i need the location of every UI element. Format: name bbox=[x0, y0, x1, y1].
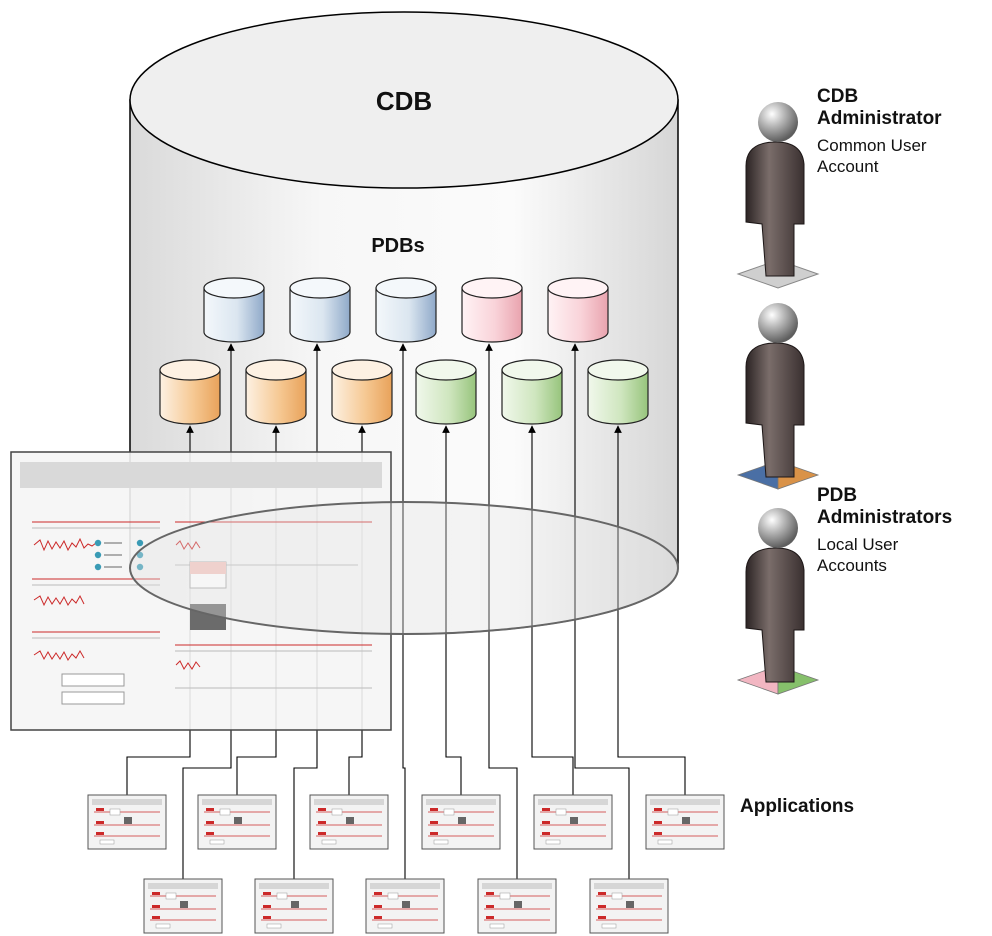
cdb-admin-title-2: Administrator bbox=[817, 108, 942, 129]
pdb-admin-text: PDB Administrators Local User Accounts bbox=[817, 485, 952, 575]
cdb-admin-desc-2: Account bbox=[817, 157, 879, 176]
pdb-cylinder-pink bbox=[547, 277, 609, 343]
pdb-admin-title-2: Administrators bbox=[817, 507, 952, 528]
application-window bbox=[477, 878, 557, 934]
application-window bbox=[143, 878, 223, 934]
arrow-bottom-app bbox=[399, 343, 407, 879]
cdb-bottom-rim bbox=[129, 501, 679, 635]
arrow-bottom-app bbox=[485, 343, 518, 879]
application-window bbox=[421, 794, 501, 850]
application-group bbox=[87, 794, 725, 934]
application-window bbox=[589, 878, 669, 934]
pdbs-label: PDBs bbox=[371, 235, 424, 257]
pdb-admin-title-1: PDB bbox=[817, 485, 857, 506]
application-window bbox=[254, 878, 334, 934]
application-window bbox=[533, 794, 613, 850]
arrow-bottom-app bbox=[571, 343, 630, 879]
administrator-figure bbox=[736, 508, 820, 695]
administrators bbox=[736, 102, 820, 695]
pdb-cylinder-blue bbox=[375, 277, 437, 343]
pdb-admin-desc-1: Local User bbox=[817, 535, 899, 554]
pdb-cylinder-orange bbox=[331, 359, 393, 425]
pdb-cylinder-orange bbox=[159, 359, 221, 425]
cdb-admin-desc-1: Common User bbox=[817, 136, 927, 155]
arrow-top-app bbox=[442, 425, 462, 795]
pdb-cylinder-green bbox=[415, 359, 477, 425]
application-window bbox=[87, 794, 167, 850]
application-window bbox=[309, 794, 389, 850]
pdb-group bbox=[159, 277, 649, 425]
application-window bbox=[645, 794, 725, 850]
pdb-cylinder-blue bbox=[289, 277, 351, 343]
pdb-cylinder-blue bbox=[203, 277, 265, 343]
pdb-cylinder-green bbox=[587, 359, 649, 425]
pdb-cylinder-orange bbox=[245, 359, 307, 425]
administrator-figure bbox=[736, 102, 820, 289]
application-window bbox=[197, 794, 277, 850]
cdb-admin-text: CDB Administrator Common User Account bbox=[817, 86, 942, 176]
application-window bbox=[365, 878, 445, 934]
pdb-cylinder-green bbox=[501, 359, 563, 425]
pdb-admin-desc-2: Accounts bbox=[817, 556, 887, 575]
management-console-screen bbox=[10, 451, 392, 731]
pdb-cylinder-pink bbox=[461, 277, 523, 343]
arrow-top-app bbox=[528, 425, 574, 795]
cdb-label: CDB bbox=[376, 86, 432, 116]
administrator-figure bbox=[736, 303, 820, 490]
arrow-top-app bbox=[614, 425, 686, 795]
applications-label: Applications bbox=[740, 796, 854, 817]
cdb-admin-title-1: CDB bbox=[817, 86, 858, 107]
